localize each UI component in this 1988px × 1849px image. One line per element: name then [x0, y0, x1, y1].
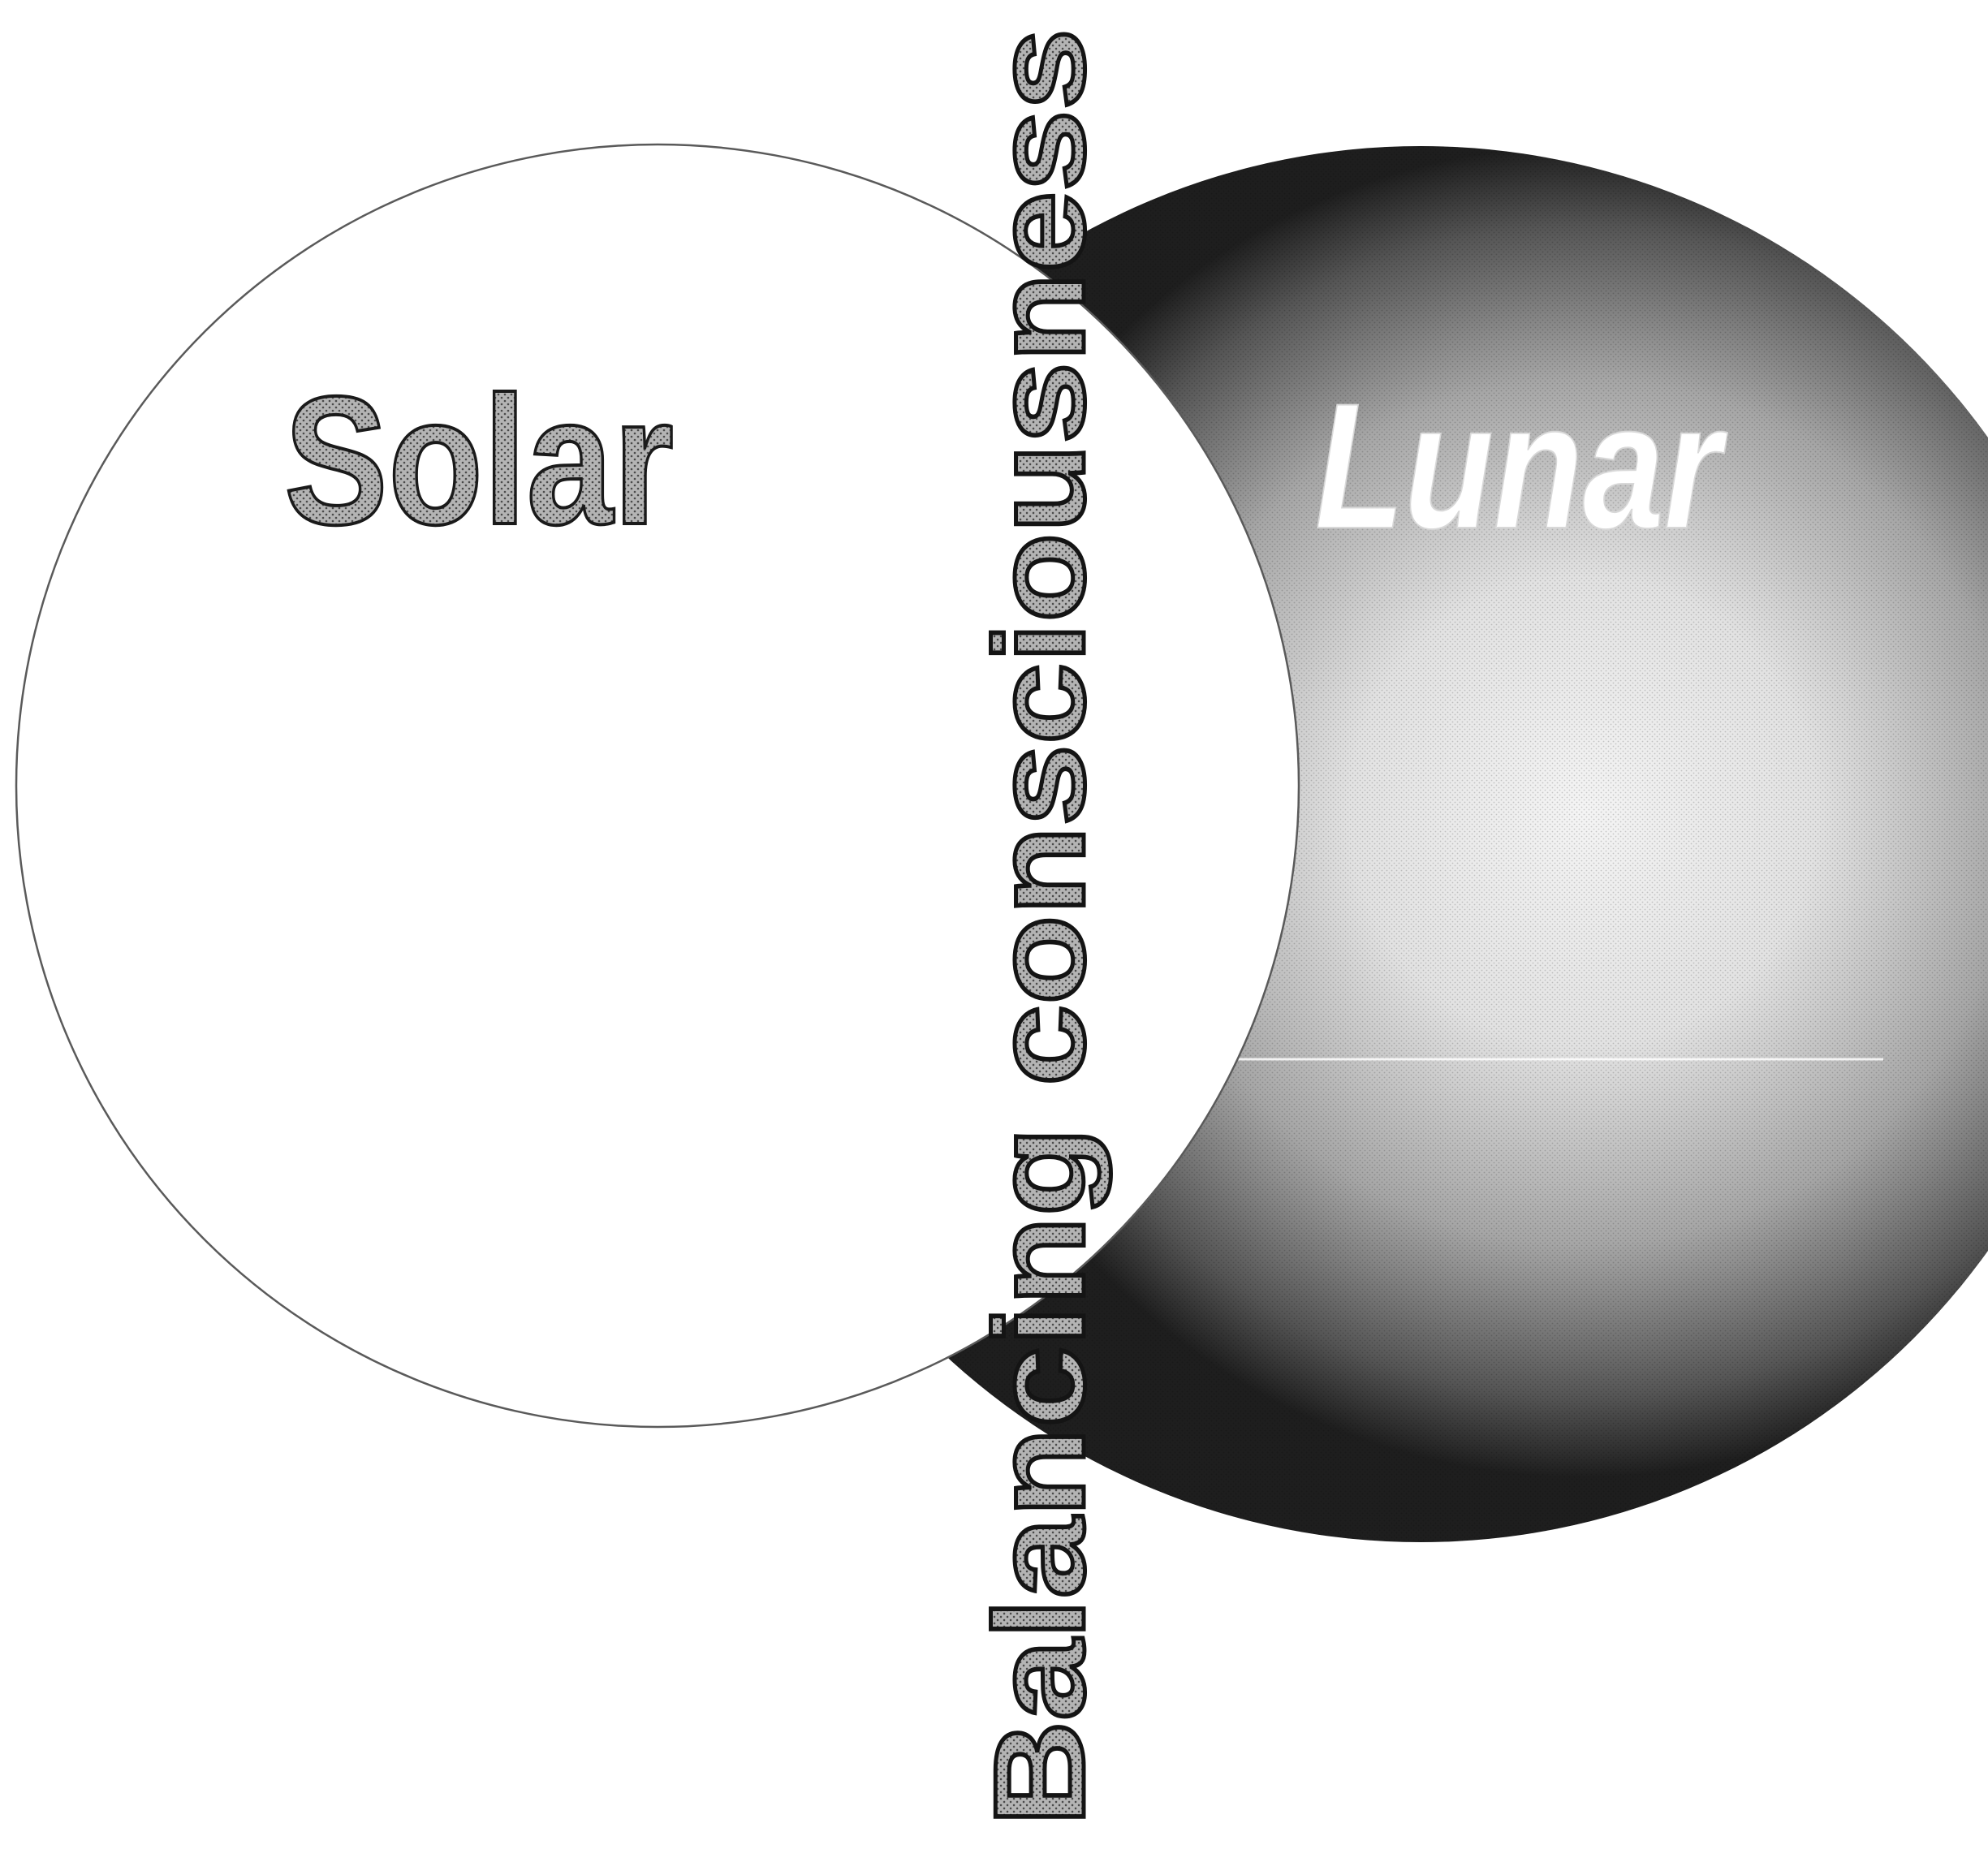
balancing-consciousness-label: Balancing consciousness	[968, 28, 1111, 1826]
lunar-label: Lunar	[1315, 366, 1727, 566]
solar-label: Solar	[284, 358, 674, 562]
